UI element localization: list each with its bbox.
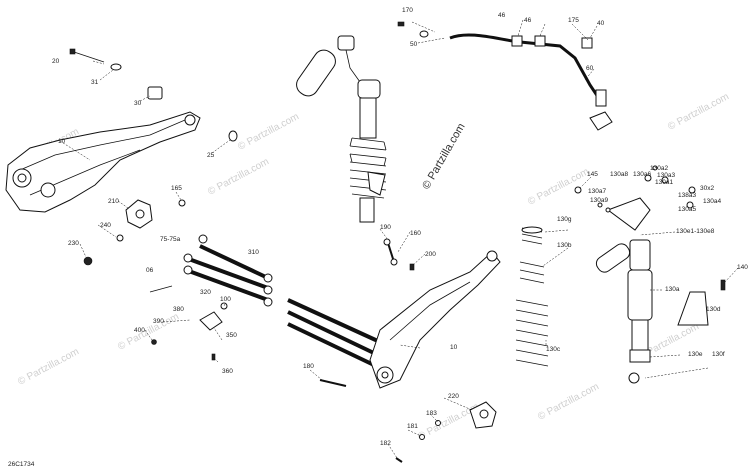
callout-label: 160	[410, 230, 421, 237]
callout-label: 350	[226, 332, 237, 339]
callout-labels: 170 46 46 175 40 50 60 20 31 30 10 25 16…	[52, 7, 748, 447]
callout-label: 390	[153, 318, 164, 325]
callout-label: 130c	[546, 346, 561, 353]
watermark-tile: © Partzilla.com	[416, 401, 481, 442]
callout-label: 320	[200, 289, 211, 296]
callout-label: 230	[68, 240, 79, 247]
callout-label: 50	[410, 41, 418, 48]
callout-label: 130a7	[588, 188, 606, 195]
stabilizer-bar	[397, 21, 613, 131]
callout-label: 100	[220, 296, 231, 303]
callout-label: 60	[586, 65, 594, 72]
callout-label: 145	[587, 171, 598, 178]
callout-label: 220	[448, 393, 459, 400]
callout-label: 46	[498, 12, 506, 19]
callout-label: 10	[450, 344, 458, 351]
watermark-center: © Partzilla.com	[420, 121, 467, 191]
hardware-upper-left	[69, 48, 238, 142]
callout-label: 130e	[688, 351, 703, 358]
callout-label: 175	[568, 17, 579, 24]
callout-label: 310	[248, 249, 259, 256]
knuckle-210	[83, 199, 186, 266]
shock-absorber	[296, 35, 387, 223]
callout-label: 75-75a	[160, 236, 181, 243]
callout-label: 400	[134, 327, 145, 334]
trailing-arm-lower	[287, 250, 501, 389]
callout-label: 180	[303, 363, 314, 370]
callout-label: 130d	[706, 306, 721, 313]
diagram-code: 26C1734	[8, 461, 35, 468]
callout-label: 130g	[557, 216, 572, 223]
spring-130c	[515, 299, 549, 367]
callout-label: 360	[222, 368, 233, 375]
callout-label: 130a2	[650, 165, 668, 172]
callout-label: 140	[737, 264, 748, 271]
callout-label: 380	[173, 306, 184, 313]
callout-label: 130f	[712, 351, 725, 358]
watermark-tile: © Partzilla.com	[16, 346, 81, 387]
spring-130b	[519, 261, 545, 284]
knuckle-220	[395, 401, 497, 463]
callout-label: 20	[52, 58, 60, 65]
callout-label: 130b	[557, 242, 572, 249]
callout-label: 10	[58, 138, 66, 145]
callout-label: 30	[134, 100, 142, 107]
watermark-tile: © Partzilla.com	[536, 381, 601, 422]
watermark-tile: © Partzilla.com	[666, 91, 731, 132]
callout-label: 182	[380, 440, 391, 447]
watermark-tile: © Partzilla.com	[236, 111, 301, 152]
callout-label: 25	[207, 152, 215, 159]
callout-label: 165	[171, 185, 182, 192]
bolt-180	[319, 379, 347, 387]
callout-label: 130a9	[590, 197, 608, 204]
callout-label: 190	[380, 224, 391, 231]
callout-label: 130a3	[657, 172, 675, 179]
suspension-links	[149, 234, 273, 307]
callout-label: 30x2	[700, 185, 714, 192]
callout-label: 31	[91, 79, 99, 86]
callout-label: 130a4	[703, 198, 721, 205]
watermark-tile: © Partzilla.com	[116, 311, 181, 352]
callout-label: 240	[100, 222, 111, 229]
bracket-380-350	[151, 302, 228, 361]
leader-lines	[59, 19, 739, 459]
callout-label: 183	[426, 410, 437, 417]
callout-label: 170	[402, 7, 413, 14]
callout-label: 130a1	[655, 179, 673, 186]
callout-label: 200	[425, 251, 436, 258]
watermark-tile: © Partzilla.com	[526, 166, 591, 207]
watermark-tile: © Partzilla.com	[206, 156, 271, 197]
spring-130g	[521, 226, 543, 245]
callout-label: 130a	[665, 286, 680, 293]
rear-shock-right	[574, 165, 726, 384]
callout-label: 130a5	[678, 206, 696, 213]
callout-label: 130e1-130e8	[676, 228, 715, 235]
callout-label: 138a3	[678, 192, 696, 199]
link-190-160	[383, 238, 415, 271]
callout-label: 130a8	[610, 171, 628, 178]
callout-label: 46	[524, 17, 532, 24]
callout-label: 210	[108, 198, 119, 205]
callout-label: 06	[146, 267, 154, 274]
callout-label: 181	[407, 423, 418, 430]
trailing-arm-upper	[5, 111, 201, 213]
callout-label: 130a6	[633, 171, 651, 178]
callout-label: 40	[597, 20, 605, 27]
